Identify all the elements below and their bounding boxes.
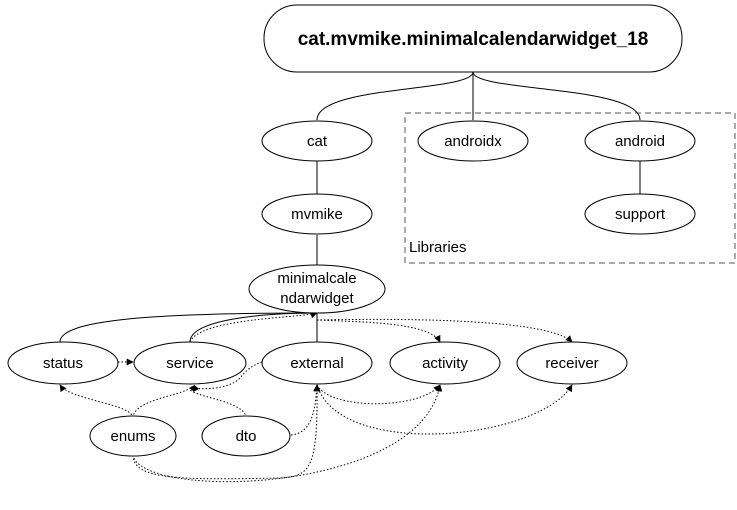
tree-edges: [59, 71, 641, 343]
node-external: external: [261, 341, 373, 385]
node-root: cat.mvmike.minimalcalendarwidget_18: [263, 4, 683, 73]
node-minimal-label-2: ndarwidget: [280, 290, 354, 307]
node-receiver-label: receiver: [545, 355, 598, 372]
node-receiver: receiver: [516, 341, 628, 385]
node-cat-label: cat: [307, 133, 328, 150]
node-dto: dto: [201, 415, 291, 457]
edge-enums-service: [132, 387, 191, 419]
edge-root-cat: [316, 71, 474, 121]
node-status-label: status: [43, 355, 83, 372]
node-service: service: [133, 341, 247, 385]
edge-external-activity: [316, 384, 441, 405]
node-mvmike: mvmike: [261, 193, 373, 235]
dependency-edges: [59, 311, 573, 483]
node-android-label: android: [615, 133, 665, 150]
node-minimalcalendarwidget: minimalcale ndarwidget: [248, 264, 386, 314]
node-activity-label: activity: [422, 355, 468, 372]
node-support-label: support: [615, 206, 666, 223]
node-androidx-label: androidx: [444, 133, 502, 150]
node-status: status: [7, 341, 119, 385]
node-androidx: androidx: [417, 120, 529, 162]
node-cat: cat: [261, 120, 373, 162]
edge-minimal-status: [59, 312, 318, 343]
edge-enums-status: [59, 384, 134, 419]
libraries-group: [404, 112, 736, 264]
edge-minimal-service: [189, 312, 318, 343]
edge-dto-external: [290, 384, 321, 436]
edge-service-minimal: [189, 311, 318, 343]
edge-root-android: [472, 71, 641, 121]
node-enums-label: enums: [110, 428, 155, 445]
node-root-label: cat.mvmike.minimalcalendarwidget_18: [298, 29, 649, 50]
node-android: android: [584, 120, 696, 162]
libraries-label: Libraries: [409, 239, 467, 256]
node-enums: enums: [89, 415, 177, 457]
edge-minimal-receiver: [316, 318, 573, 343]
node-activity: activity: [389, 341, 501, 385]
edge-minimal-activity: [316, 319, 441, 343]
node-support: support: [584, 193, 696, 235]
node-dto-label: dto: [236, 428, 257, 445]
node-minimal-label-1: minimalcale: [277, 270, 356, 287]
edge-external-receiver: [316, 384, 573, 435]
edge-dto-service: [189, 389, 247, 419]
node-external-label: external: [290, 355, 343, 372]
node-mvmike-label: mvmike: [291, 206, 343, 223]
node-service-label: service: [166, 355, 214, 372]
